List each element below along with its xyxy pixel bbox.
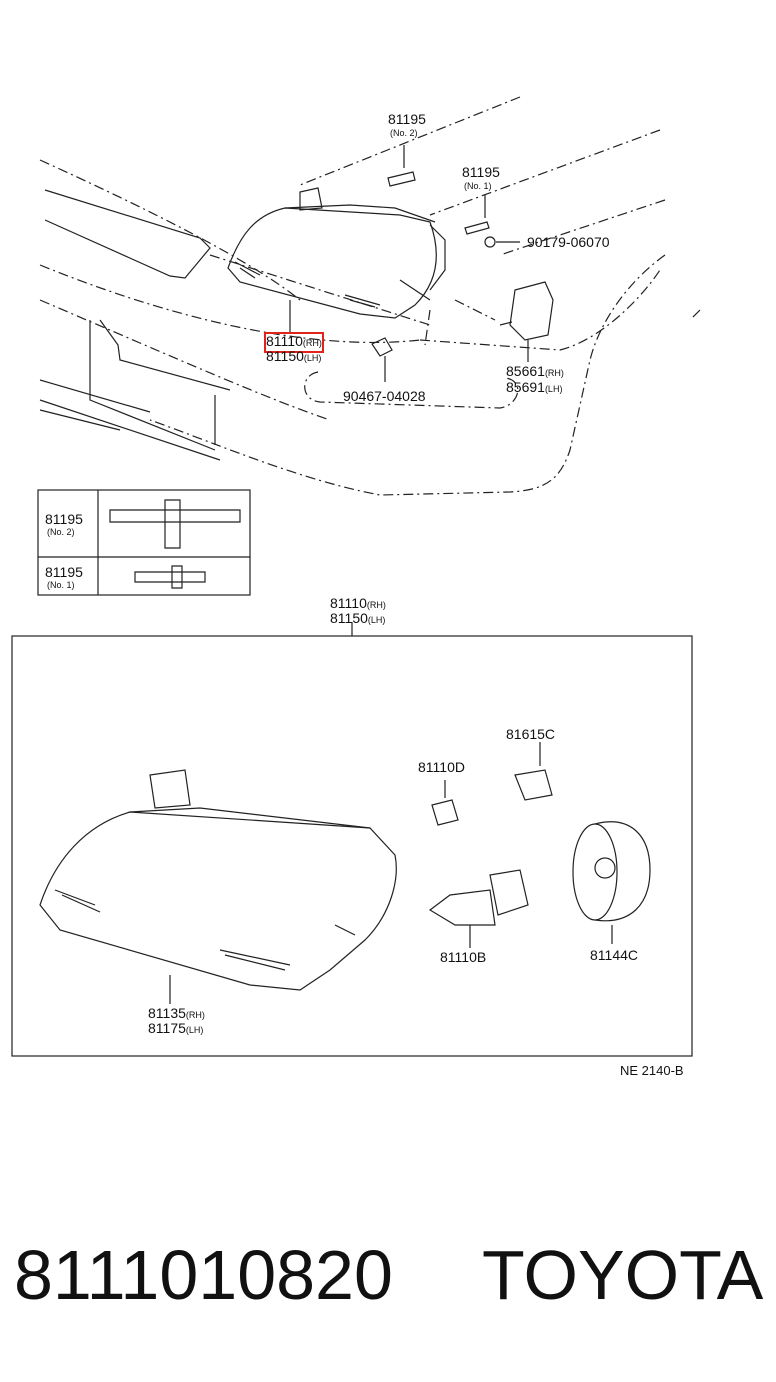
label-assembly-lh: 81150(LH) bbox=[330, 611, 385, 628]
label-socket-rh-code: 85661 bbox=[506, 363, 545, 379]
bolt-no1-icon bbox=[464, 195, 490, 235]
bulb-cover-icon bbox=[572, 821, 651, 944]
exploded-view-frame bbox=[11, 622, 693, 1057]
legend-box bbox=[37, 489, 251, 596]
small-socket-icon bbox=[514, 742, 553, 801]
legend-row-2-code: 81195 bbox=[45, 564, 83, 580]
label-socket-rh: 85661(RH) bbox=[506, 364, 564, 381]
label-headlamp-rh-code: 81110 bbox=[266, 333, 303, 349]
grille-outline bbox=[39, 189, 231, 461]
label-clip: 90467-04028 bbox=[343, 388, 426, 404]
label-bolt-no1: 81195 bbox=[462, 164, 500, 180]
label-assembly-lh-suffix: (LH) bbox=[367, 615, 386, 625]
label-nut: 90179-06070 bbox=[527, 234, 610, 250]
legend-row-1-code: 81195 bbox=[45, 511, 83, 527]
small-bulb-icon bbox=[431, 780, 459, 826]
label-socket-rh-suffix: (RH) bbox=[544, 368, 564, 378]
label-headlamp-rh-suffix: (RH) bbox=[302, 338, 322, 348]
legend-row-2-sub: (No. 1) bbox=[47, 580, 75, 590]
clip-icon bbox=[371, 337, 393, 382]
halogen-bulb-icon bbox=[428, 869, 529, 948]
label-lens-lh-suffix: (LH) bbox=[185, 1025, 204, 1035]
label-headlamp-rh: 81110(RH) bbox=[264, 332, 324, 353]
headlamp-upper bbox=[227, 187, 446, 319]
label-socket-lh: 85691(LH) bbox=[506, 380, 562, 397]
label-assembly-lh-code: 81150 bbox=[330, 610, 368, 626]
label-bolt-no2-sub: (No. 2) bbox=[390, 128, 418, 138]
label-socket-lh-suffix: (LH) bbox=[544, 384, 563, 394]
label-headlamp-lh-suffix: (LH) bbox=[303, 353, 322, 363]
label-lens-rh: 81135(RH) bbox=[148, 1006, 205, 1023]
bolt-no2-icon bbox=[387, 145, 416, 187]
label-small-socket: 81615C bbox=[506, 726, 556, 742]
label-assembly-rh-suffix: (RH) bbox=[366, 600, 386, 610]
label-small-bulb: 81110D bbox=[418, 759, 465, 775]
label-headlamp-lh-code: 81150 bbox=[266, 348, 304, 364]
label-assembly-rh: 81110(RH) bbox=[330, 596, 386, 613]
drawing-code: NE 2140-B bbox=[620, 1063, 684, 1078]
label-bolt-no1-sub: (No. 1) bbox=[464, 181, 492, 191]
headlamp-lens-drawing bbox=[39, 769, 397, 1004]
label-lens-lh: 81175(LH) bbox=[148, 1021, 203, 1038]
label-lens-rh-suffix: (RH) bbox=[185, 1010, 205, 1020]
label-lens-lh-code: 81175 bbox=[148, 1020, 186, 1036]
label-assembly-rh-code: 81110 bbox=[330, 595, 367, 611]
label-socket-lh-code: 85691 bbox=[506, 379, 545, 395]
label-lens-rh-code: 81135 bbox=[148, 1005, 186, 1021]
label-bulb-cover: 81144C bbox=[590, 947, 639, 963]
legend-row-1-sub: (No. 2) bbox=[47, 527, 75, 537]
brand-name: TOYOTA bbox=[482, 1236, 764, 1314]
part-number: 8111010820 bbox=[14, 1236, 393, 1314]
nut-icon bbox=[484, 236, 520, 248]
vehicle-body-outline bbox=[39, 96, 701, 496]
label-headlamp-lh: 81150(LH) bbox=[266, 349, 321, 366]
label-bolt-no2: 81195 bbox=[388, 111, 426, 127]
label-halogen-bulb: 81110B bbox=[440, 949, 487, 965]
socket-85661-icon bbox=[499, 281, 554, 362]
